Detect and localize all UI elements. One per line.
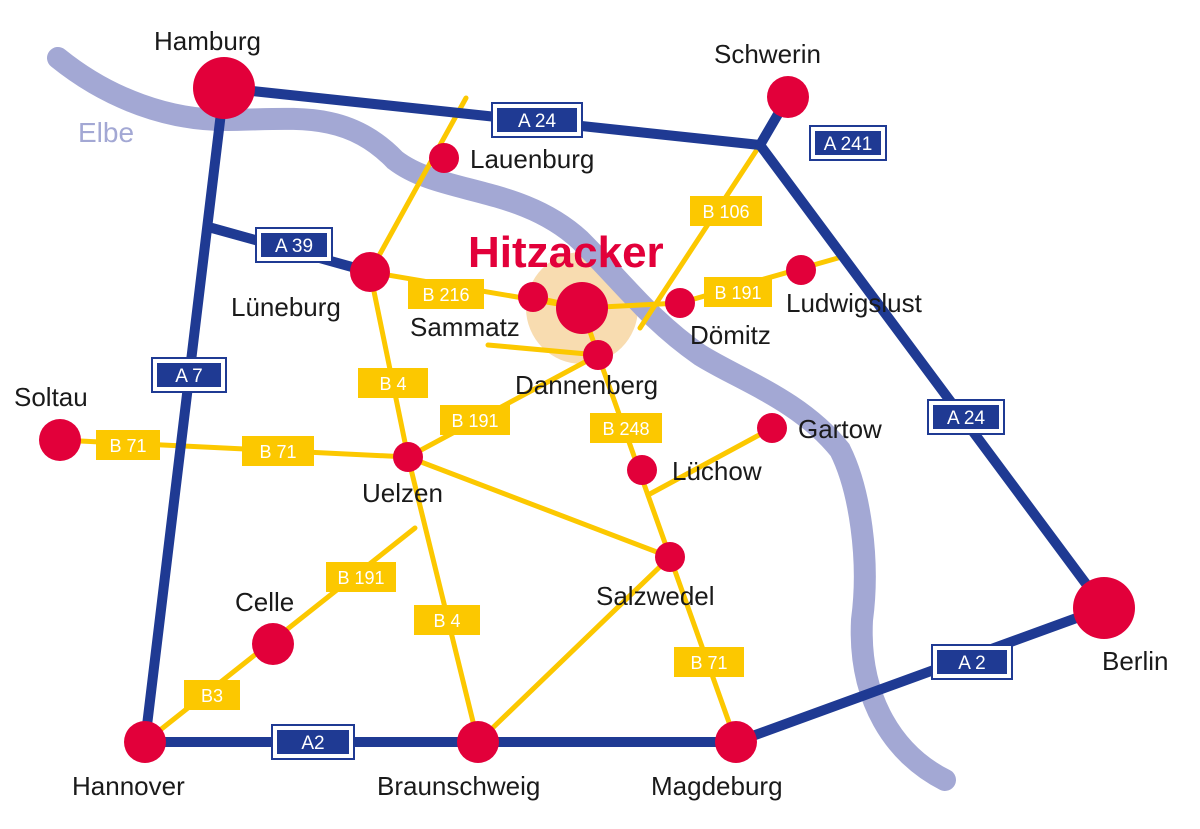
city-label-berlin: Berlin — [1102, 646, 1168, 676]
city-label-magdeburg: Magdeburg — [651, 771, 783, 801]
city-label-uelzen: Uelzen — [362, 478, 443, 508]
city-marker-dannenberg[interactable] — [583, 340, 613, 370]
b191-uelzen-label: B 191 — [451, 411, 498, 431]
city-marker-hitzacker[interactable] — [556, 282, 608, 334]
city-label-soltau: Soltau — [14, 382, 88, 412]
a39-shield: A 39 — [255, 227, 333, 263]
b71-soltau-shield: B 71 — [96, 430, 160, 460]
city-label-luechow: Lüchow — [672, 456, 762, 486]
city-label-schwerin: Schwerin — [714, 39, 821, 69]
city-label-celle: Celle — [235, 587, 294, 617]
b191-uelzen-shield: B 191 — [440, 405, 510, 435]
city-marker-salzwedel[interactable] — [655, 542, 685, 572]
a2-west-shield: A2 — [271, 724, 355, 760]
a2-east-label: A 2 — [958, 653, 985, 674]
b248-label: B 248 — [602, 419, 649, 439]
city-label-hamburg: Hamburg — [154, 26, 261, 56]
b4-south-shield: B 4 — [414, 605, 480, 635]
city-marker-magdeburg[interactable] — [715, 721, 757, 763]
city-marker-doemitz[interactable] — [665, 288, 695, 318]
b191-celle-label: B 191 — [337, 568, 384, 588]
city-label-hannover: Hannover — [72, 771, 185, 801]
city-marker-hannover[interactable] — [124, 721, 166, 763]
a24-east-label: A 24 — [947, 408, 985, 429]
b71-uelzen-label: B 71 — [259, 442, 296, 462]
b71-soltau-label: B 71 — [109, 436, 146, 456]
a24-north-label: A 24 — [518, 111, 556, 132]
city-marker-braunschweig[interactable] — [457, 721, 499, 763]
b106-shield: B 106 — [690, 196, 762, 226]
a7-label: A 7 — [175, 366, 202, 387]
focus-label-hitzacker: Hitzacker — [468, 228, 664, 277]
b191-ludwigslust-shield: B 191 — [704, 277, 772, 307]
city-marker-hamburg[interactable] — [193, 57, 255, 119]
a7-shield: A 7 — [151, 357, 227, 393]
b3-label: B3 — [201, 686, 223, 706]
city-marker-ludwigslust[interactable] — [786, 255, 816, 285]
b191-ludwigslust-label: B 191 — [714, 283, 761, 303]
a24-north-shield: A 24 — [491, 102, 583, 138]
b4-north-shield: B 4 — [358, 368, 428, 398]
b4-south-label: B 4 — [433, 611, 460, 631]
a39-label: A 39 — [275, 236, 313, 257]
city-label-ludwigslust: Ludwigslust — [786, 288, 923, 318]
city-label-salzwedel: Salzwedel — [596, 581, 715, 611]
a241-shield: A 241 — [809, 125, 887, 161]
b71-salzwedel-shield: B 71 — [674, 647, 744, 677]
city-markers — [39, 57, 1135, 763]
a24-east-shield: A 24 — [927, 399, 1005, 435]
b216-label: B 216 — [422, 285, 469, 305]
b216-shield: B 216 — [408, 279, 484, 309]
city-label-lueneburg: Lüneburg — [231, 292, 341, 322]
city-label-dannenberg: Dannenberg — [515, 370, 658, 400]
a2-east-shield: A 2 — [931, 644, 1013, 680]
city-label-doemitz: Dömitz — [690, 320, 771, 350]
b3-shield: B3 — [184, 680, 240, 710]
city-marker-uelzen[interactable] — [393, 442, 423, 472]
city-marker-schwerin[interactable] — [767, 76, 809, 118]
city-label-lauenburg: Lauenburg — [470, 144, 594, 174]
b106-label: B 106 — [702, 202, 749, 222]
a2-west-label: A2 — [301, 733, 324, 754]
city-marker-luechow[interactable] — [627, 455, 657, 485]
city-label-braunschweig: Braunschweig — [377, 771, 540, 801]
b71-uelzen-shield: B 71 — [242, 436, 314, 466]
city-marker-gartow[interactable] — [757, 413, 787, 443]
city-marker-celle[interactable] — [252, 623, 294, 665]
city-label-gartow: Gartow — [798, 414, 882, 444]
b71-salzwedel-label: B 71 — [690, 653, 727, 673]
city-marker-soltau[interactable] — [39, 419, 81, 461]
city-marker-lueneburg[interactable] — [350, 252, 390, 292]
city-label-sammatz: Sammatz — [410, 312, 520, 342]
a241-label: A 241 — [824, 134, 873, 155]
city-marker-sammatz[interactable] — [518, 282, 548, 312]
city-marker-lauenburg[interactable] — [429, 143, 459, 173]
city-marker-berlin[interactable] — [1073, 577, 1135, 639]
b4-north-label: B 4 — [379, 374, 406, 394]
b191-celle-shield: B 191 — [326, 562, 396, 592]
b248-shield: B 248 — [590, 413, 662, 443]
elbe-river — [47, 47, 956, 791]
river-label-elbe: Elbe — [78, 117, 134, 148]
